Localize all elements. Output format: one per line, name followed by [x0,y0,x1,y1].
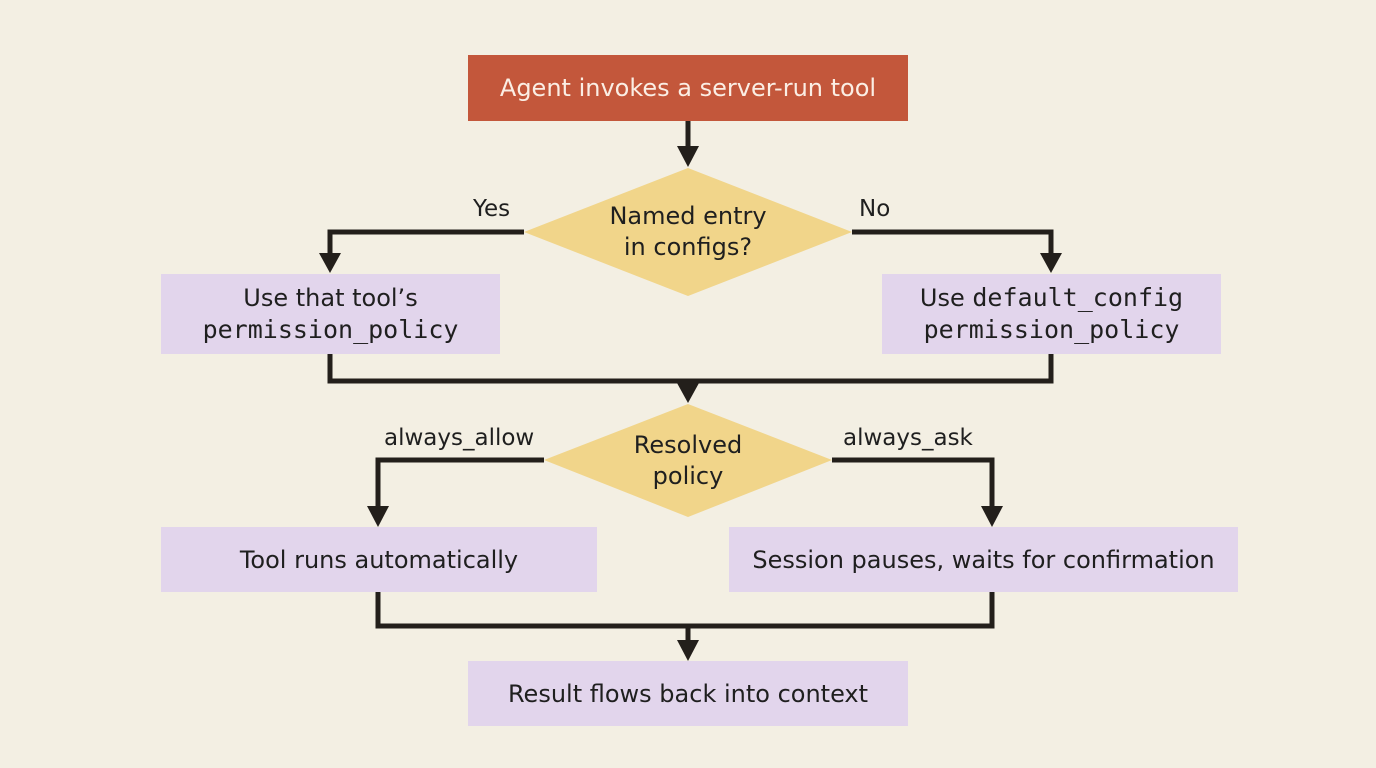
arrowhead-to-auto [367,506,389,527]
session-pause-label: Session pauses, waits for confirmation [752,545,1215,574]
connector-merge-to-decision2 [327,354,1054,384]
decision-diamond-named-entry [524,168,852,296]
decision1-line1: Named entry [609,202,767,230]
arrowhead-to-use-tool [319,253,341,273]
session-pause-box: Session pauses, waits for confirmation [729,527,1238,592]
decision2-line2: policy [652,462,724,490]
always-allow-label: always_allow [384,425,535,451]
connector-always-ask-branch [832,457,995,508]
auto-run-label: Tool runs automatically [239,545,519,574]
use-default-code: default_config [972,283,1184,312]
decision-resolved-policy-text: Resolved policy [588,429,788,493]
use-tool-line1: Use that tool’s [243,284,418,312]
connector-yes-branch [327,229,524,256]
start-label: Agent invokes a server-run tool [499,74,877,102]
arrowhead-to-decision2 [677,383,699,403]
use-tool-policy-box: Use that tool’s permission_policy [161,274,500,354]
arrowhead-to-decision1 [677,146,699,167]
use-default-line1: Use default_config [920,282,1183,314]
yes-label: Yes [473,196,511,222]
always-ask-label: always_ask [843,425,973,451]
use-default-prefix: Use [919,284,973,312]
decision-named-entry-text: Named entry in configs? [560,200,816,264]
connector-always-allow-branch [375,457,544,508]
no-label: No [859,196,891,222]
decision2-line1: Resolved [633,431,743,459]
connector-no-branch [852,229,1054,256]
decision-diamond-resolved-policy [544,404,832,517]
arrowhead-to-use-default [1040,253,1062,273]
connector-merge-to-result [375,592,995,629]
use-default-line2: permission_policy [923,315,1180,344]
start-box: Agent invokes a server-run tool [468,55,908,121]
result-label: Result flows back into context [507,679,869,708]
use-tool-line2: permission_policy [202,315,459,344]
use-default-policy-box: Use default_config permission_policy [882,274,1221,354]
arrowhead-to-pause [981,506,1003,527]
arrowhead-to-result [677,640,699,661]
result-box: Result flows back into context [468,661,908,726]
decision1-line2: in configs? [623,233,753,261]
auto-run-box: Tool runs automatically [161,527,597,592]
